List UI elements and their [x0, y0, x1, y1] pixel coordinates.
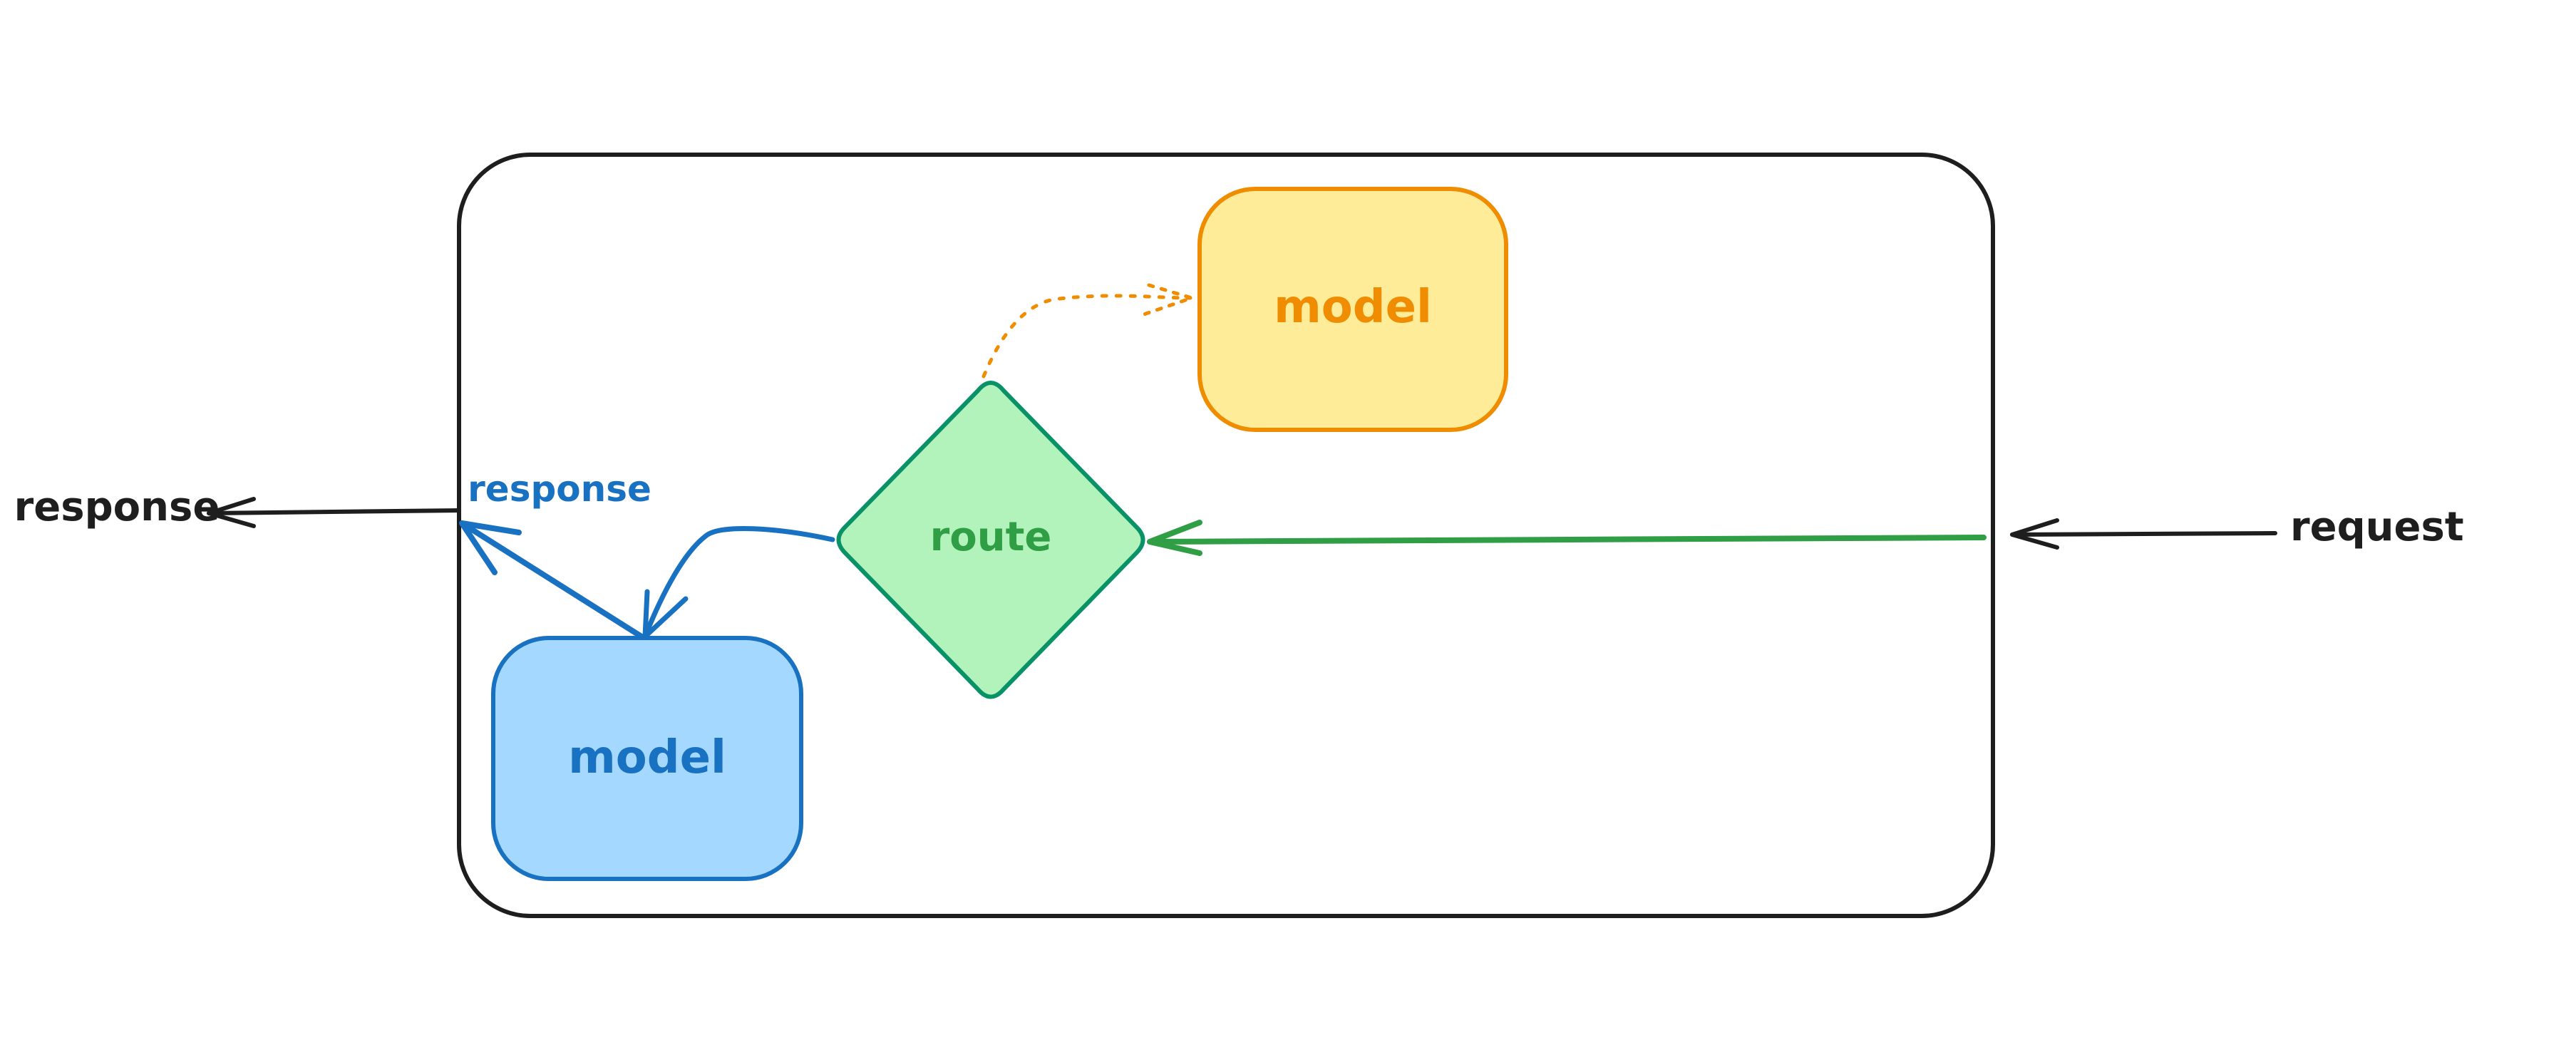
- response-out-arrow[interactable]: [207, 497, 460, 528]
- model-bottom-box[interactable]: [491, 636, 803, 881]
- model-bottom-node[interactable]: model: [491, 636, 803, 881]
- response-out-arrow-line: [207, 508, 460, 515]
- model-to-response-arrow-head: [459, 520, 522, 575]
- response-out-arrow-head: [207, 497, 256, 528]
- model-top-node[interactable]: model: [1197, 187, 1508, 432]
- route-diamond[interactable]: [836, 381, 1145, 699]
- request-arrow[interactable]: [2010, 518, 2277, 550]
- route-label: route: [930, 514, 1052, 560]
- route-input-arrow-line: [1148, 535, 1987, 545]
- route-to-top-model-arrow-head: [1135, 283, 1194, 319]
- request-label: request: [2290, 504, 2464, 550]
- model-top-label: model: [1274, 281, 1432, 334]
- route-to-model-arrow-line: [642, 525, 835, 639]
- request-arrow-line: [2010, 531, 2277, 537]
- model-top-box[interactable]: [1197, 187, 1508, 432]
- model-to-response-arrow-line: [459, 520, 644, 639]
- route-to-top-model-arrow[interactable]: [982, 283, 1194, 379]
- route-node[interactable]: route: [836, 381, 1145, 699]
- model-to-response-arrow[interactable]: [459, 520, 644, 639]
- model-bottom-label: model: [568, 731, 726, 784]
- route-to-model-arrow[interactable]: [642, 525, 835, 639]
- route-input-arrow[interactable]: [1147, 520, 1987, 556]
- request-arrow-head: [2010, 518, 2059, 550]
- response-out-label: response: [14, 484, 220, 530]
- container-frame[interactable]: [457, 153, 1995, 918]
- route-input-arrow-head: [1147, 520, 1202, 556]
- response-inner-label: response: [468, 468, 651, 510]
- route-to-model-arrow-head: [642, 589, 689, 639]
